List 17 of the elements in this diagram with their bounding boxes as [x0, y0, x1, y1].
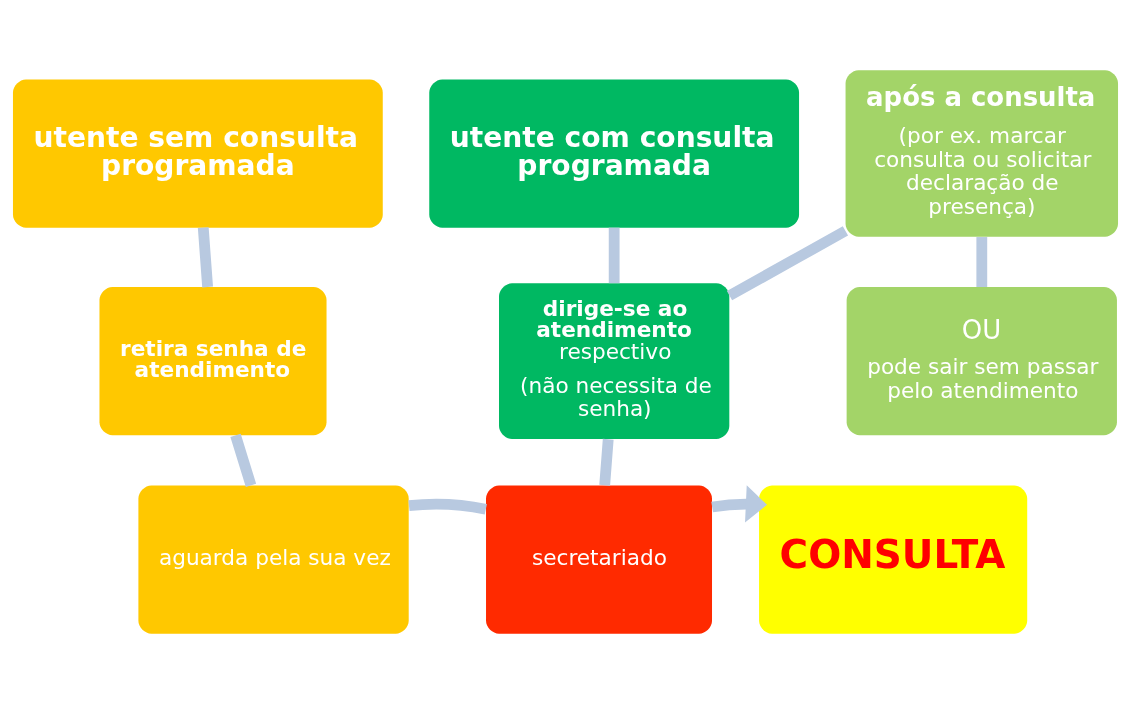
node-box: aguarda pela sua vez [138, 485, 409, 634]
node-box: utente sem consulta programada [12, 79, 383, 228]
node-box: OU pode sair sem passar pelo atendimento [846, 287, 1117, 436]
connector [599, 438, 614, 486]
arrow [711, 485, 768, 523]
connector [726, 226, 849, 301]
node-box: secretariado [486, 485, 712, 634]
connector [408, 498, 487, 515]
node-box: CONSULTA [759, 485, 1028, 634]
node-box: retira senha de atendimento [99, 287, 327, 436]
node-box: utente com consulta programada [429, 79, 800, 228]
node-box: após a consulta (por ex. marcar consulta ou solicitar declaração de presença) [845, 70, 1119, 237]
node-box: dirige-se ao atendimento respectivo (não necessita de senha) [499, 283, 730, 440]
connector [197, 227, 213, 288]
connector [608, 227, 620, 284]
connector [230, 433, 257, 487]
connector [976, 237, 988, 287]
